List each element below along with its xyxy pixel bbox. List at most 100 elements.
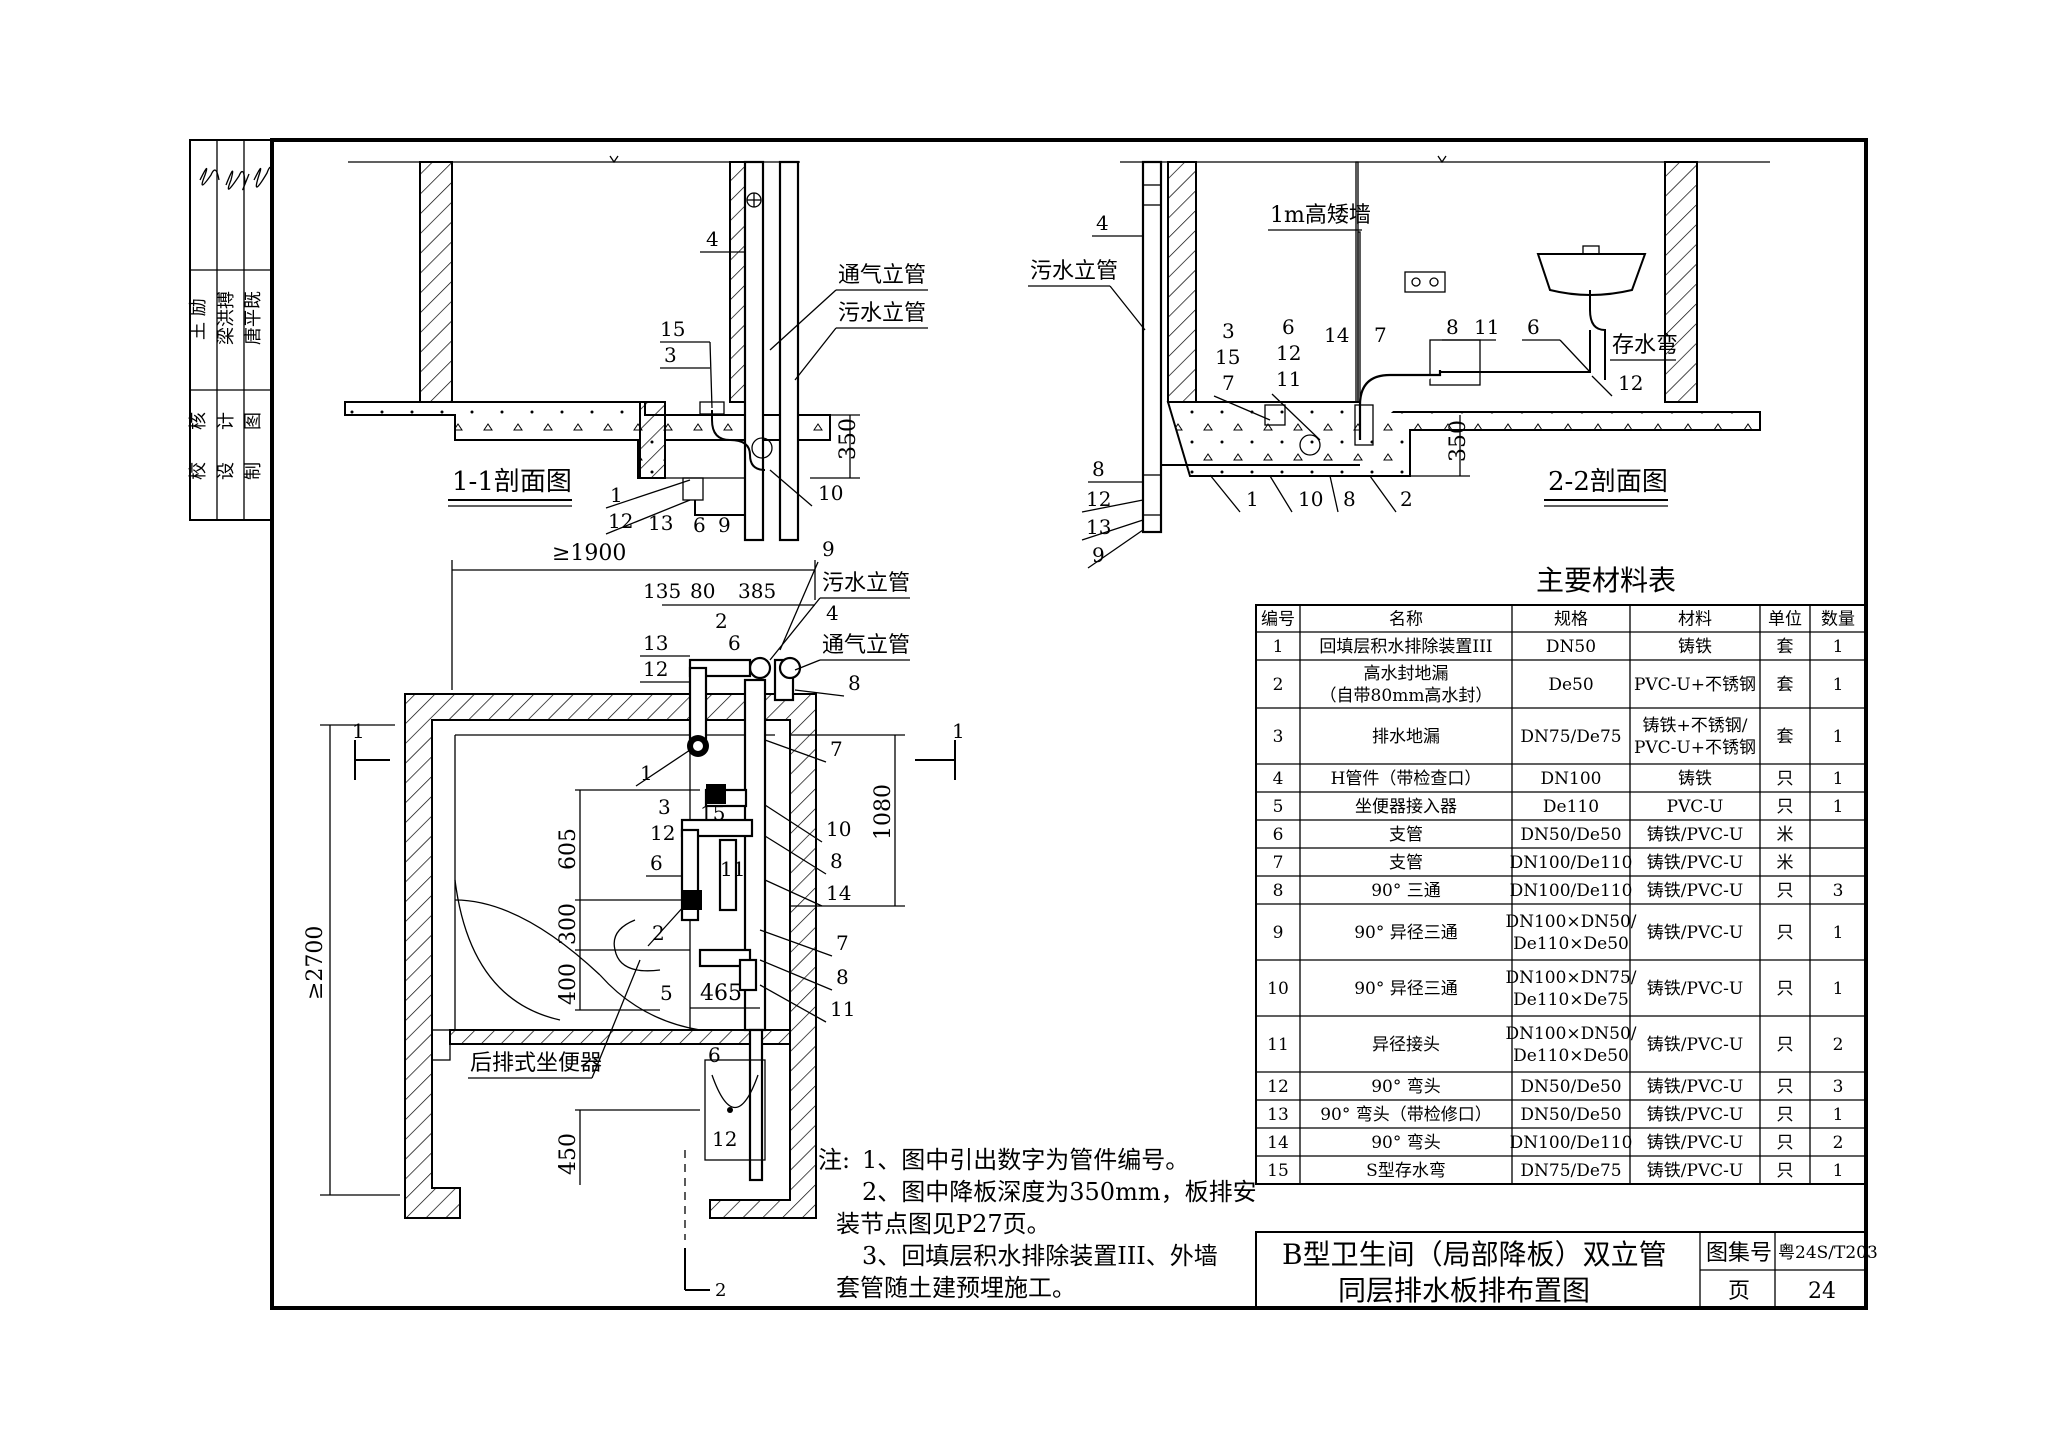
table-header-cell: 编号 — [1261, 610, 1295, 630]
table-cell-unit: 套 — [1777, 637, 1794, 657]
plan-callout-8b: 8 — [830, 849, 843, 873]
s2-callout-12: 12 — [1276, 341, 1301, 365]
table-cell-unit: 只 — [1777, 881, 1794, 901]
table-cell-qty: 1 — [1833, 769, 1844, 789]
table-cell-unit: 套 — [1777, 675, 1794, 695]
table-cell-material: 铸铁 — [1678, 769, 1712, 789]
table-header-cell: 名称 — [1389, 610, 1423, 630]
s2-callout-7: 7 — [1222, 371, 1235, 395]
dim-350-s1: 350 — [836, 418, 861, 460]
table-cell-unit: 只 — [1777, 1133, 1794, 1153]
table-cell-name: S型存水弯 — [1366, 1161, 1446, 1181]
s1-callout-4: 4 — [706, 227, 719, 251]
plan-callout-8c: 8 — [836, 965, 849, 989]
s2-callout-4: 4 — [1096, 211, 1109, 235]
sig-label-4: 设 — [216, 462, 237, 480]
table-cell-name: 90° 异径三通 — [1354, 979, 1458, 999]
s2-callout-6b: 6 — [1527, 315, 1540, 339]
table-cell-no: 3 — [1273, 727, 1284, 747]
table-cell-unit: 只 — [1777, 1035, 1794, 1055]
table-cell-name: 异径接头 — [1372, 1035, 1440, 1055]
table-cell-qty: 2 — [1833, 1133, 1844, 1153]
s2-callout-11b: 11 — [1474, 315, 1499, 339]
plan-callout-9: 9 — [822, 537, 835, 561]
table-cell-no: 5 — [1273, 797, 1284, 817]
table-cell-spec: DN75/De75 — [1520, 727, 1621, 747]
table-cell-spec: De110×De50 — [1513, 1046, 1629, 1066]
note-line-2: 2、图中降板深度为350mm，板排安 — [862, 1178, 1257, 1206]
table-cell-no: 9 — [1273, 923, 1284, 943]
s1-callout-10: 10 — [818, 481, 843, 505]
table-cell-unit: 只 — [1777, 1161, 1794, 1181]
table-cell-unit: 只 — [1777, 769, 1794, 789]
plan-callout-1: 1 — [640, 761, 653, 785]
table-cell-no: 11 — [1267, 1035, 1289, 1055]
table-cell-no: 4 — [1273, 769, 1284, 789]
table-cell-spec: De50 — [1548, 675, 1593, 695]
section-mark-1-right: 1 — [952, 719, 965, 743]
plan-callout-12b: 12 — [650, 821, 675, 845]
table-cell-spec: DN50/De50 — [1520, 1077, 1621, 1097]
s2-callout-15: 15 — [1215, 345, 1240, 369]
table-cell-qty: 1 — [1833, 637, 1844, 657]
sig-label-7: 制 — [243, 462, 264, 480]
vent-riser-label-s1: 通气立管 — [838, 263, 926, 288]
note-line-1: 1、图中引出数字为管件编号。 — [862, 1146, 1189, 1174]
table-cell-no: 15 — [1267, 1161, 1289, 1181]
sig-label-6: 梁洪搏 — [216, 291, 237, 345]
section-1-1-title: 1-1剖面图 — [452, 467, 572, 497]
table-cell-name: 排水地漏 — [1372, 727, 1440, 747]
table-cell-name: 90° 三通 — [1371, 881, 1441, 901]
table-cell-spec: DN100×DN50/ — [1505, 912, 1636, 932]
notes: 注: 1、图中引出数字为管件编号。 2、图中降板深度为350mm，板排安 装节点… — [818, 1146, 1257, 1302]
sig-label-3: 王 励 — [188, 298, 209, 340]
plan-callout-3: 3 — [658, 795, 671, 819]
sig-label-5: 计 — [216, 412, 237, 430]
note-line-4: 3、回填层积水排除装置III、外墙 — [862, 1242, 1218, 1270]
dim-465: 465 — [700, 981, 742, 1006]
s2-callout-9: 9 — [1092, 543, 1105, 567]
plan-callout-15: 15 — [700, 801, 725, 825]
sig-label-9: 唐平既 — [243, 291, 264, 345]
dim-seg-80: 80 — [690, 579, 715, 603]
s1-callout-13: 13 — [648, 511, 673, 535]
plan-callout-12c: 12 — [712, 1127, 737, 1151]
table-cell-material: 铸铁/PVC-U — [1647, 853, 1744, 873]
table-cell-unit: 只 — [1777, 797, 1794, 817]
dim-605: 605 — [556, 828, 581, 870]
s2-callout-6: 6 — [1282, 315, 1295, 339]
table-cell-material: 铸铁/PVC-U — [1647, 1105, 1744, 1125]
s2-callout-10: 10 — [1298, 487, 1323, 511]
table-cell-name: 90° 弯头 — [1371, 1133, 1441, 1153]
materials-table-title: 主要材料表 — [1536, 564, 1676, 597]
dim-450: 450 — [556, 1133, 581, 1175]
table-cell-material: 铸铁/PVC-U — [1647, 979, 1744, 999]
table-cell-spec: DN50/De50 — [1520, 825, 1621, 845]
table-cell-name: 90° 弯头 — [1371, 1077, 1441, 1097]
table-cell-qty: 3 — [1833, 1077, 1844, 1097]
sewage-riser-label-s2: 污水立管 — [1030, 259, 1118, 284]
table-cell-no: 12 — [1267, 1077, 1289, 1097]
table-cell-material: PVC-U+不锈钢 — [1634, 738, 1756, 758]
sig-label-1: 校 — [188, 462, 209, 480]
page-label: 页 — [1728, 1279, 1750, 1304]
table-cell-material: 铸铁 — [1678, 637, 1712, 657]
table-cell-unit: 只 — [1777, 1077, 1794, 1097]
table-cell-qty: 1 — [1833, 1105, 1844, 1125]
dim-400: 400 — [556, 963, 581, 1005]
table-cell-unit: 米 — [1777, 853, 1794, 873]
plan-callout-2b: 2 — [652, 921, 665, 945]
drawing-title-line1: B型卫生间（局部降板）双立管 — [1282, 1238, 1667, 1271]
s2-callout-8: 8 — [1446, 315, 1459, 339]
table-cell-no: 1 — [1273, 637, 1284, 657]
table-cell-material: 铸铁+不锈钢/ — [1643, 716, 1748, 736]
partition-wall-label: 1m高矮墙 — [1270, 203, 1371, 228]
s1-callout-6: 6 — [693, 513, 706, 537]
table-cell-no: 7 — [1273, 853, 1284, 873]
table-cell-unit: 米 — [1777, 825, 1794, 845]
s2-callout-3: 3 — [1222, 319, 1235, 343]
table-cell-qty: 1 — [1833, 979, 1844, 999]
dim-height-total: ≥2700 — [303, 926, 328, 1000]
vent-riser-label-plan: 通气立管 — [822, 633, 910, 658]
